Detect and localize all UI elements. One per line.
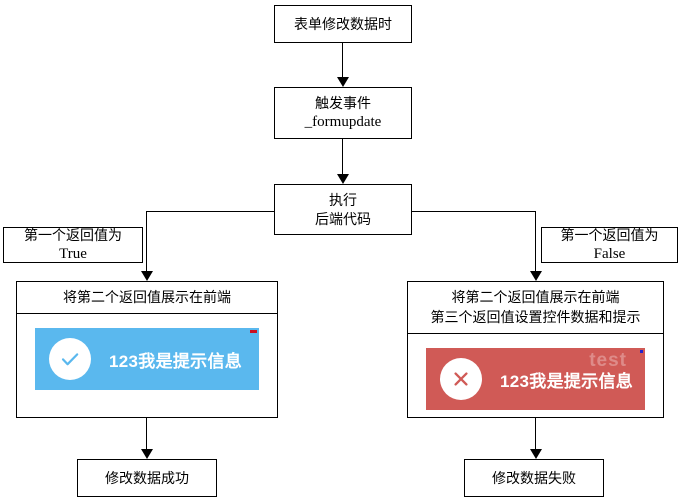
alert-success-corner-marker <box>250 330 257 333</box>
node-event-label-line2: _formupdate <box>304 114 382 130</box>
check-circle-icon <box>49 338 91 380</box>
connector-start-to-event <box>342 43 343 77</box>
arrowhead-start-to-event <box>337 77 349 87</box>
alert-error-watermark: test <box>589 350 627 371</box>
node-result-success[interactable]: 修改数据成功 <box>77 459 217 497</box>
arrowhead-left-panel-to-success <box>141 449 153 459</box>
alert-success[interactable]: 123我是提示信息 <box>35 328 259 390</box>
node-result-fail-label: 修改数据失败 <box>492 469 576 486</box>
panel-error-heading: 将第二个返回值展示在前端 第三个返回值设置控件数据和提示 <box>408 282 663 334</box>
panel-error-body: 123我是提示信息 test <box>408 334 663 426</box>
alert-success-message: 123我是提示信息 <box>109 351 243 371</box>
connector-backend-right-horizontal <box>412 211 536 212</box>
label-first-return-false: 第一个返回值为 False <box>541 227 678 263</box>
arrowhead-backend-to-left-panel <box>141 271 153 281</box>
label-true-line1: 第一个返回值为 <box>24 227 122 243</box>
node-form-modify-data[interactable]: 表单修改数据时 <box>274 5 412 43</box>
connector-right-panel-to-fail <box>535 418 536 449</box>
connector-backend-left-horizontal <box>146 211 274 212</box>
panel-error-branch: 将第二个返回值展示在前端 第三个返回值设置控件数据和提示 123我是提示信息 t… <box>407 281 664 418</box>
node-backend-label-line1: 执行 <box>329 191 357 208</box>
node-backend-label-line2: 后端代码 <box>315 210 371 227</box>
alert-error-message: 123我是提示信息 <box>500 371 634 391</box>
panel-success-body: 123我是提示信息 <box>17 314 277 406</box>
label-first-return-true: 第一个返回值为 True <box>3 227 143 263</box>
label-false-line1: 第一个返回值为 <box>560 227 659 243</box>
node-start-label: 表单修改数据时 <box>294 15 392 32</box>
connector-backend-left-vertical <box>146 211 147 271</box>
arrowhead-event-to-backend <box>337 174 349 184</box>
label-false-line2: False <box>593 246 626 262</box>
node-result-success-label: 修改数据成功 <box>105 469 189 486</box>
arrowhead-backend-to-right-panel <box>530 271 542 281</box>
alert-error-corner-marker <box>640 350 643 353</box>
arrowhead-right-panel-to-fail <box>530 449 542 459</box>
node-result-fail[interactable]: 修改数据失败 <box>464 459 604 497</box>
alert-error[interactable]: 123我是提示信息 test <box>426 348 645 410</box>
connector-left-panel-to-success <box>146 418 147 449</box>
panel-success-branch: 将第二个返回值展示在前端 123我是提示信息 <box>16 281 278 418</box>
connector-event-to-backend <box>342 139 343 174</box>
connector-backend-right-vertical <box>535 211 536 271</box>
label-true-line2: True <box>59 246 87 262</box>
node-run-backend-code[interactable]: 执行 后端代码 <box>274 184 412 235</box>
panel-success-heading: 将第二个返回值展示在前端 <box>17 282 277 314</box>
node-trigger-event[interactable]: 触发事件 _formupdate <box>274 87 412 139</box>
node-event-label-line1: 触发事件 <box>315 95 371 111</box>
times-circle-icon <box>440 358 482 400</box>
